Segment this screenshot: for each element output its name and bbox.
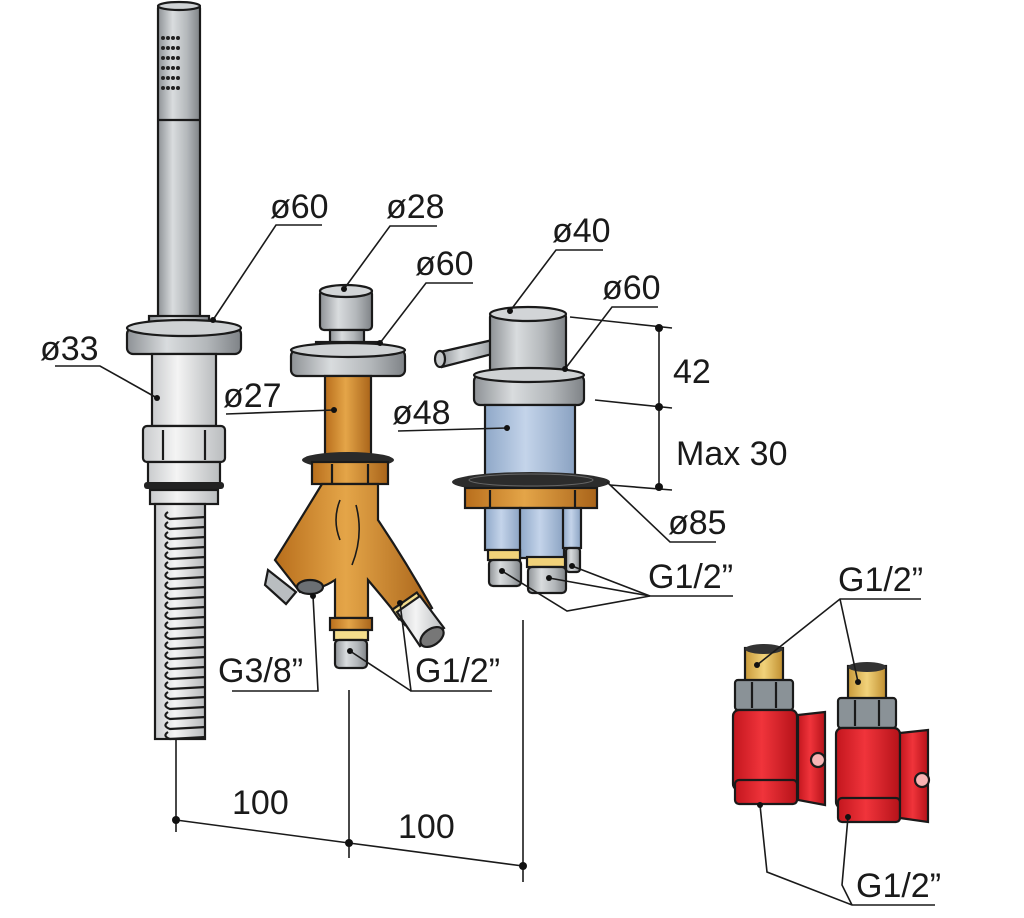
valve-handle [898, 728, 930, 824]
spring-coil [164, 601, 207, 611]
label-mixer-flange: ø60 [602, 269, 661, 307]
mixer-body [483, 403, 577, 487]
label-diverter-knob: ø28 [386, 188, 445, 226]
spring-coil [164, 711, 207, 721]
valve-stem [809, 751, 827, 769]
spring-coil [164, 651, 207, 661]
valve-nut [836, 696, 898, 730]
valve-nut [733, 678, 795, 712]
label-shower-flange: ø60 [270, 188, 329, 226]
spring-coil [164, 681, 207, 691]
mixer [433, 305, 610, 595]
spring-coil [164, 551, 207, 561]
o-ring [144, 482, 224, 489]
diverter-body [323, 374, 373, 460]
label-valve-top: G1/2” [838, 561, 923, 599]
mixer-nut [463, 486, 599, 510]
label-spacing-2: 100 [398, 808, 455, 846]
spring-coil [164, 641, 207, 651]
label-diverter-outlets-right: G1/2” [415, 652, 500, 690]
outlet-bottom [333, 638, 369, 670]
label-diverter-flange: ø60 [415, 245, 474, 283]
label-mixer-body: ø48 [392, 394, 451, 432]
spring-coil [164, 731, 207, 741]
spring-coil [164, 571, 207, 581]
hand-shower [125, 0, 243, 741]
shower-body [150, 352, 218, 428]
spring-coil [164, 701, 207, 711]
diverter [263, 283, 446, 670]
spring-coil [164, 561, 207, 571]
shower-hose [153, 502, 207, 741]
diverter-nut [310, 460, 390, 486]
spring-coil [164, 611, 207, 621]
spring-coil [164, 721, 207, 731]
label-diverter-body: ø27 [223, 377, 282, 415]
label-mixer-height: 42 [673, 353, 711, 391]
label-shower-body: ø33 [40, 330, 99, 368]
spring-coil [164, 671, 207, 681]
label-mixer-inlets: G1/2” [648, 558, 733, 596]
spring-coil [164, 631, 207, 641]
label-valve-bottom: G1/2” [856, 867, 941, 905]
spring-coil [164, 541, 207, 551]
label-mixer-deck: Max 30 [676, 435, 788, 473]
spring-coil [164, 661, 207, 671]
spring-coil [164, 531, 207, 541]
stop-valve-left [731, 644, 827, 807]
label-mixer-base: ø85 [668, 504, 727, 542]
leader-lines [55, 224, 935, 906]
spring-coil [164, 521, 207, 531]
valve-body [731, 708, 799, 792]
label-diverter-outlet-left: G3/8” [218, 652, 303, 690]
spring-coil [164, 691, 207, 701]
hose-spring-icon [164, 511, 207, 741]
valve-stem [913, 771, 931, 789]
spring-coil [164, 511, 207, 521]
spring-coil [164, 581, 207, 591]
spring-coil [164, 591, 207, 601]
label-mixer-handle: ø40 [552, 212, 611, 250]
diverter-manifold [273, 482, 434, 627]
shower-nut [141, 424, 227, 464]
outlet-g38 [295, 578, 325, 596]
shower-head-top [156, 0, 202, 12]
spray-nozzles-icon [161, 36, 180, 90]
label-spacing-1: 100 [232, 784, 289, 822]
valve-body [834, 726, 902, 810]
shower-handle [156, 3, 202, 325]
stop-valve-right [834, 662, 931, 824]
spring-coil [164, 621, 207, 631]
